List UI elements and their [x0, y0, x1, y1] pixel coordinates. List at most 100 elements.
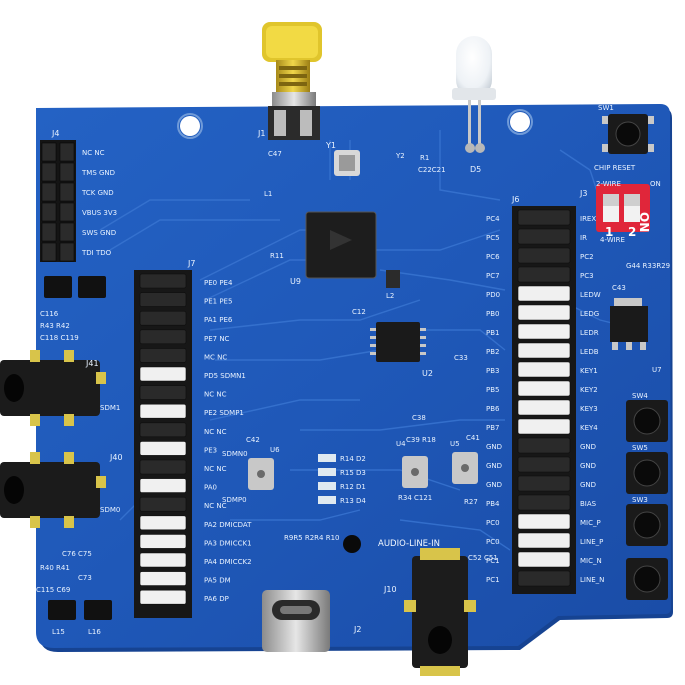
j2-label: J2 — [353, 625, 361, 634]
inductor-l2 — [386, 270, 400, 288]
c47-label: C47 — [268, 150, 282, 158]
j6-jumper — [517, 418, 571, 435]
u6-label: U6 — [270, 446, 280, 454]
j6-jumper — [517, 285, 571, 302]
j7-jumper — [139, 273, 187, 289]
dip-on-label: ON — [650, 180, 661, 188]
j6-right-pin-label: GND — [580, 481, 596, 489]
c39-r18-label: C39 R18 — [406, 436, 436, 444]
j7-jumper — [139, 478, 187, 493]
j7-pin-label: PA5 DM — [204, 577, 231, 585]
j7-pin-label: PD5 SDMN1 — [204, 372, 246, 380]
j4-pin-label: TCK GND — [81, 189, 114, 197]
j7-jumper — [139, 534, 187, 549]
j6-jumper — [517, 437, 571, 454]
j7-pin-label: PA0 — [204, 484, 217, 492]
l1-label: L1 — [264, 190, 272, 198]
j7-pin-label: NC NC — [204, 465, 227, 473]
j7-jumper — [139, 366, 187, 382]
j6-left-labels: PC4PC5PC6PC7PD0PB0PB1PB2PB3PB5PB6PB7GNDG… — [486, 215, 502, 584]
r11-label: R11 — [270, 252, 284, 260]
j6-jumper — [517, 570, 571, 587]
j7-jumper — [139, 459, 187, 475]
j7-pin-label: PE0 PE4 — [204, 279, 233, 287]
j7-jumper — [139, 329, 187, 345]
sdmn0-label: SDMN0 — [222, 450, 248, 458]
c42-label: C42 — [246, 436, 260, 444]
key-button-sw2[interactable] — [626, 558, 668, 600]
c118-c119-label: C118 C119 — [40, 334, 79, 342]
c115-c69-label: C115 C69 — [36, 586, 70, 594]
j1-label: J1 — [257, 129, 265, 138]
c33-label: C33 — [454, 354, 468, 362]
j4-pin-labels: NC NC TMS GND TCK GND VBUS 3V3 SWS GND T… — [81, 149, 117, 257]
chip-reset-button[interactable] — [602, 114, 654, 154]
sma-antenna-connector — [262, 22, 322, 140]
ic-u2 — [370, 322, 426, 362]
j4-label: J4 — [51, 129, 59, 138]
r43-r42-label: R43 R42 — [40, 322, 70, 330]
j6-right-pin-label: GND — [580, 443, 596, 451]
j6-left-pin-label: PD0 — [486, 291, 500, 299]
j6-right-pin-label: LEDR — [580, 329, 599, 337]
dip-on-text: ON — [637, 212, 651, 232]
c43-label: C43 — [612, 284, 626, 292]
j7-pin-label: PA3 DMICCK1 — [204, 539, 252, 547]
j6-right-pin-label: IREX — [580, 215, 596, 223]
j6-right-pin-label: KEY1 — [580, 367, 598, 375]
j4-pin-label: TDI TDO — [81, 249, 112, 257]
dip-4wire-label: 4-WIRE — [600, 236, 625, 244]
j6-label: J6 — [511, 195, 519, 204]
j6-jumper — [517, 361, 571, 378]
j6-jumper — [517, 456, 571, 473]
y1-label: Y1 — [325, 141, 336, 150]
u9-label: U9 — [290, 277, 301, 286]
j7-jumper — [139, 310, 187, 326]
j6-right-pin-label: KEY4 — [580, 424, 598, 432]
j7-pin-label: NC NC — [204, 391, 227, 399]
l16-label: L16 — [88, 628, 101, 636]
j6-left-pin-label: PC4 — [486, 215, 500, 223]
j6-left-pin-label: GND — [486, 443, 502, 451]
j7-pin-label: PA1 PE6 — [204, 316, 233, 324]
j6-jumper — [517, 380, 571, 397]
j6-jumper — [517, 209, 571, 226]
sw4-label: SW4 — [632, 392, 648, 400]
led-d4-label: R13 D4 — [340, 497, 366, 505]
u2-label: U2 — [422, 369, 433, 378]
l15-label: L15 — [52, 628, 65, 636]
c76-c75-label: C76 C75 — [62, 550, 92, 558]
key-button-sw4[interactable] — [626, 400, 668, 442]
j4-pin-label: TMS GND — [81, 169, 115, 177]
dip-pos-1: 1 — [605, 225, 613, 239]
r27-label: R27 — [464, 498, 478, 506]
l2-label: L2 — [386, 292, 394, 300]
mcu-u9 — [305, 211, 377, 279]
j4-pin-label: SWS GND — [82, 229, 116, 237]
c38-label: C38 — [412, 414, 426, 422]
key-button-sw5[interactable] — [626, 452, 668, 494]
j6-right-pin-label: LINE_P — [580, 538, 603, 546]
j6-jumper — [517, 494, 571, 511]
j4-pin-label: VBUS 3V3 — [82, 209, 117, 217]
j7-pin-label: NC NC — [204, 502, 227, 510]
j7-pin-label: NC NC — [204, 428, 227, 436]
j40-label: J40 — [109, 453, 123, 462]
j6-left-pin-label: PC0 — [486, 538, 500, 546]
j7-jumper — [139, 571, 187, 586]
j7-jumper — [139, 403, 187, 419]
j4-pin-label: NC NC — [82, 149, 105, 157]
regulator-u7 — [610, 298, 648, 350]
j6-right-pin-label: LEDB — [580, 348, 599, 356]
left-small-components — [44, 276, 112, 620]
j7-jumper — [139, 348, 187, 363]
j7-jumper — [139, 292, 187, 307]
key-button-sw3[interactable] — [626, 504, 668, 546]
dip-pos-2: 2 — [628, 225, 636, 239]
j7-pin-label: PA2 DMICDAT — [204, 521, 252, 529]
j7-jumper — [139, 496, 187, 512]
j6-right-labels: IREXIRPC2PC3LEDWLEDGLEDRLEDBKEY1KEY2KEY3… — [580, 215, 604, 584]
audio-jack-j40 — [0, 452, 106, 528]
c22-c21-label: C22C21 — [418, 166, 446, 174]
j7-pin-label: PE1 PE5 — [204, 298, 232, 306]
